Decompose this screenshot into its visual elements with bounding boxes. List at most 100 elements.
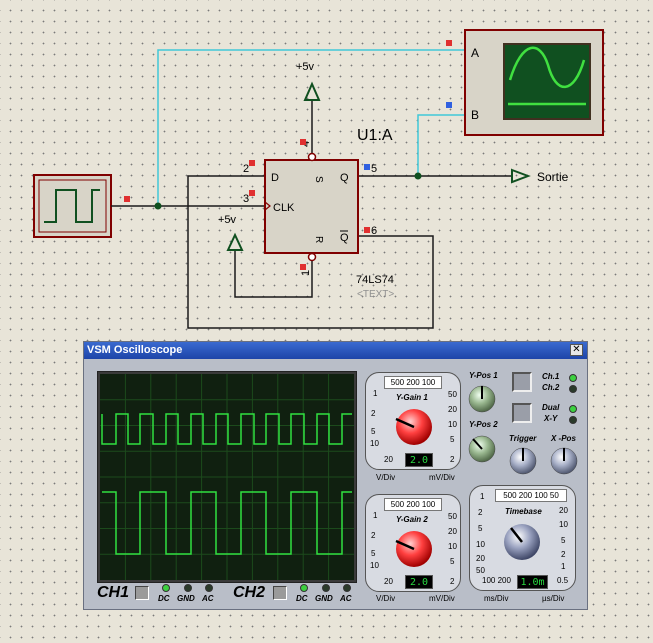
pin-marker bbox=[300, 264, 306, 270]
y-gain-2-scale-right-1: 50 bbox=[448, 512, 457, 521]
output-terminal bbox=[511, 168, 531, 184]
oscilloscope-symbol[interactable] bbox=[464, 29, 604, 136]
y-gain-2-scale-bottom: 20 bbox=[384, 577, 393, 586]
pin-number-qbar: 6 bbox=[371, 225, 377, 237]
trigger-knob[interactable] bbox=[508, 446, 538, 476]
x-pos-label: X -Pos bbox=[551, 434, 576, 443]
timebase-scale-right-1: 20 bbox=[559, 506, 568, 515]
y-gain-1-scale-left-1: 1 bbox=[373, 389, 378, 398]
pin-marker bbox=[249, 190, 255, 196]
trigger-label: Trigger bbox=[509, 434, 537, 443]
pin-q-label: Q bbox=[340, 172, 349, 184]
ch1-dc-label: DC bbox=[158, 594, 170, 603]
pin-marker bbox=[364, 227, 370, 233]
pin-marker bbox=[446, 40, 452, 46]
clock-generator[interactable] bbox=[33, 174, 112, 238]
scope-input-b-label: B bbox=[471, 108, 479, 122]
y-gain-1-scale-left-4: 10 bbox=[370, 439, 379, 448]
y-pos-1-knob[interactable] bbox=[467, 384, 497, 414]
mode-dual-label: Dual bbox=[542, 403, 560, 412]
y-gain-2-scale-right-5: 2 bbox=[450, 577, 455, 586]
ch2-coupling-button[interactable] bbox=[273, 586, 287, 600]
y-gain-2-scale-left-4: 10 bbox=[370, 561, 379, 570]
ch2-ac-led bbox=[343, 584, 351, 592]
y-pos-2-knob[interactable] bbox=[467, 434, 497, 464]
y-gain-1-scale-bottom: 20 bbox=[384, 455, 393, 464]
timebase-scale-left-5: 20 bbox=[476, 554, 485, 563]
y-gain-1-readout: 2.0 bbox=[405, 453, 433, 467]
timebase-unit-right: µs/Div bbox=[542, 594, 565, 603]
y-gain-2-title: Y-Gain 2 bbox=[396, 515, 428, 524]
power-arrow-top bbox=[303, 81, 321, 101]
y-gain-1-scale-left-3: 5 bbox=[371, 427, 376, 436]
y-gain-1-scale-right-2: 20 bbox=[448, 405, 457, 414]
timebase-scale-right-2: 10 bbox=[559, 520, 568, 529]
y-gain-2-scale-right-3: 10 bbox=[448, 542, 457, 551]
oscilloscope-window[interactable]: VSM Oscilloscope ✕ CH1 DC bbox=[83, 341, 588, 610]
y-gain-1-unit-right: mV/Div bbox=[429, 473, 455, 482]
y-gain-2-scale-right-4: 5 bbox=[450, 557, 455, 566]
mode-xy-label: X-Y bbox=[544, 414, 558, 423]
pin-marker bbox=[124, 196, 130, 202]
ch1-gnd-label: GND bbox=[177, 594, 195, 603]
y-gain-2-panel: 500 200 100 1 2 5 10 50 20 10 5 2 20 Y-G… bbox=[365, 494, 461, 592]
y-gain-2-scale-left-2: 2 bbox=[371, 531, 376, 540]
ch1-dc-led bbox=[162, 584, 170, 592]
junction-dot bbox=[154, 202, 162, 210]
ch1-mode-led bbox=[569, 374, 577, 382]
scope-input-a-label: A bbox=[471, 46, 479, 60]
output-label: Sortie bbox=[537, 170, 569, 184]
pin-number-r: 1 bbox=[300, 270, 312, 276]
wires bbox=[111, 100, 512, 329]
x-pos-knob[interactable] bbox=[549, 446, 579, 476]
flipflop-chip[interactable] bbox=[264, 152, 359, 262]
timebase-scale-right-3: 5 bbox=[561, 536, 566, 545]
channel-select-button[interactable] bbox=[512, 372, 532, 392]
y-gain-2-scale-left-1: 1 bbox=[373, 511, 378, 520]
channel-coupling-row: CH1 DC GND AC CH2 DC GND AC bbox=[97, 584, 357, 604]
pin-r-label: R bbox=[313, 236, 324, 243]
chip-text-placeholder: <TEXT> bbox=[357, 289, 394, 300]
pin-marker bbox=[300, 139, 306, 145]
pin-marker bbox=[249, 160, 255, 166]
timebase-scale-left-3: 5 bbox=[478, 524, 483, 533]
y-gain-1-panel: 500 200 100 1 2 5 10 50 20 10 5 2 20 Y-G… bbox=[365, 372, 461, 470]
ch2-mode-led bbox=[569, 385, 577, 393]
timebase-scale-left-1: 1 bbox=[480, 492, 485, 501]
y-gain-1-knob[interactable] bbox=[390, 403, 438, 451]
timebase-scale-right-5: 1 bbox=[561, 562, 566, 571]
xy-mode-led bbox=[569, 416, 577, 424]
timebase-unit-left: ms/Div bbox=[484, 594, 509, 603]
y-gain-1-title: Y-Gain 1 bbox=[396, 393, 428, 402]
junction-dot bbox=[414, 172, 422, 180]
chip-part-number: 74LS74 bbox=[356, 274, 394, 286]
ch2-dc-label: DC bbox=[296, 594, 308, 603]
y-gain-2-knob[interactable] bbox=[390, 525, 438, 573]
power-arrow-left bbox=[226, 232, 244, 251]
y-pos-2-label: Y-Pos 2 bbox=[469, 420, 498, 429]
timebase-scale-left-6: 50 bbox=[476, 566, 485, 575]
ch2-label: CH2 bbox=[233, 584, 266, 601]
pin-d-label: D bbox=[271, 172, 279, 184]
pin-marker bbox=[364, 164, 370, 170]
timebase-knob[interactable] bbox=[499, 519, 545, 565]
pin-number-clk: 3 bbox=[243, 193, 249, 205]
timebase-scale-right-6: 0.5 bbox=[557, 576, 569, 585]
y-gain-2-scale-right-2: 20 bbox=[448, 527, 457, 536]
y-pos-1-label: Y-Pos 1 bbox=[469, 371, 498, 380]
pin-number-q: 5 bbox=[371, 163, 377, 175]
y-gain-1-scale-right-3: 10 bbox=[448, 420, 457, 429]
timebase-scale-right-4: 2 bbox=[561, 550, 566, 559]
close-button[interactable]: ✕ bbox=[570, 344, 583, 356]
y-gain-2-top-scale: 500 200 100 bbox=[384, 498, 442, 511]
channel-a-trace bbox=[101, 413, 352, 445]
y-gain-2-readout: 2.0 bbox=[405, 575, 433, 589]
scope-display bbox=[100, 374, 354, 580]
channel-b-trace bbox=[102, 491, 352, 555]
timebase-title: Timebase bbox=[505, 507, 542, 516]
ch1-label: CH1 bbox=[97, 584, 130, 601]
pin-s-label: S bbox=[313, 176, 324, 183]
display-mode-button[interactable] bbox=[512, 403, 532, 423]
ch1-coupling-button[interactable] bbox=[135, 586, 149, 600]
